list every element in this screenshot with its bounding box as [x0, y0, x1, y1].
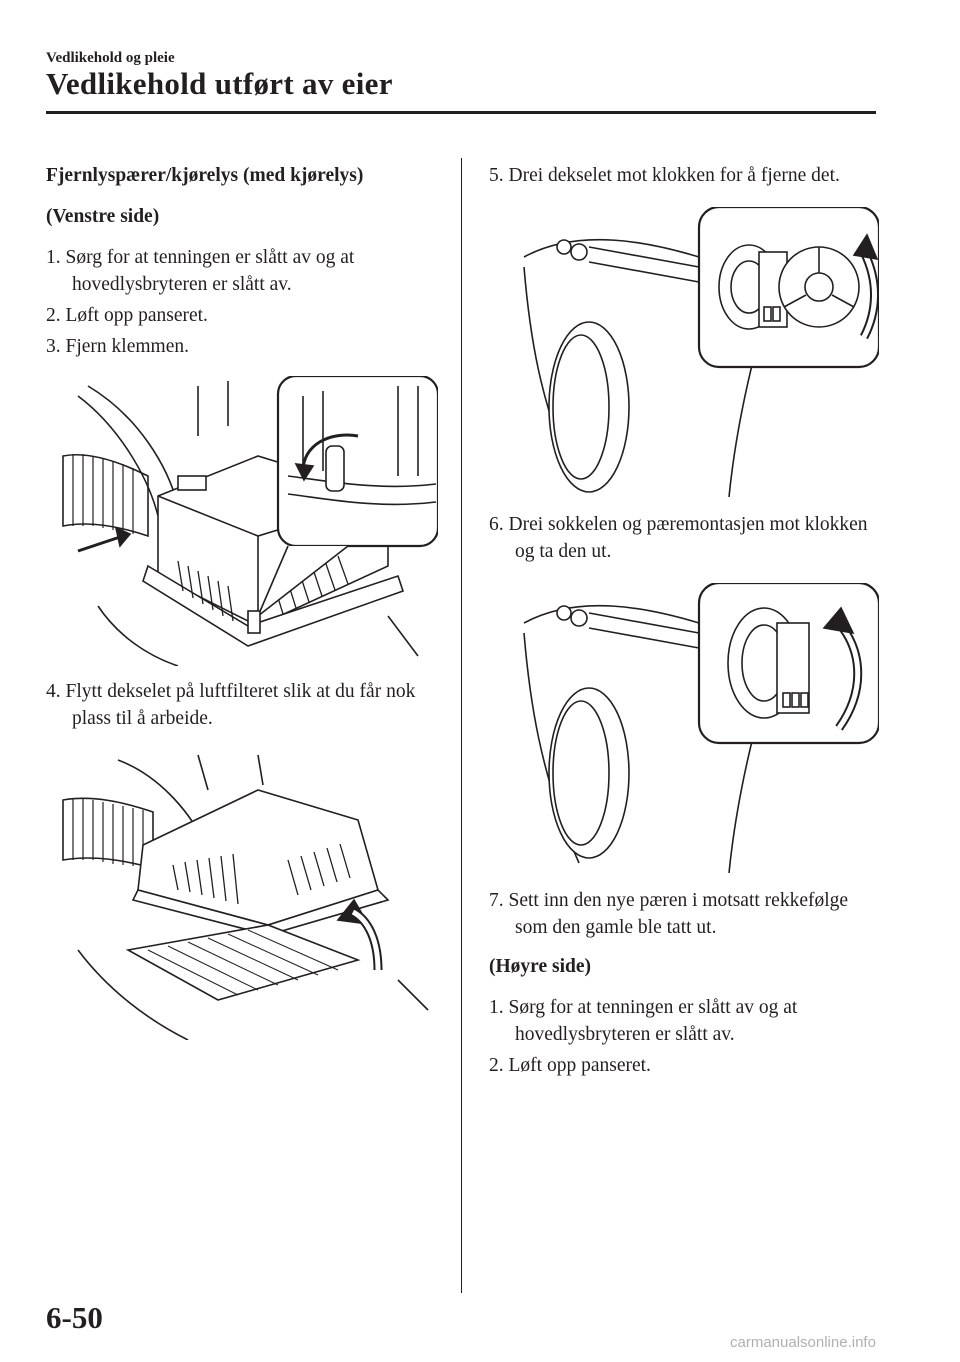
- figure-turn-cover: [519, 207, 881, 497]
- step-4: 4. Flytt dekselet på luftfilteret slik a…: [46, 681, 416, 729]
- right-side-step-1: 1. Sørg for at tenningen er slått av og …: [489, 997, 798, 1045]
- step-2: 2. Løft opp panseret.: [46, 305, 208, 326]
- figure-remove-bulb-socket: [519, 583, 881, 873]
- right-column: 5. Drei dekselet mot klokken for å fjern…: [489, 162, 881, 1083]
- column-divider: [461, 158, 462, 1293]
- page-title: Vedlikehold utført av eier: [46, 66, 393, 101]
- left-column: Fjernlyspærer/kjørelys (med kjørelys) (V…: [46, 162, 442, 1040]
- step-5: 5. Drei dekselet mot klokken for å fjern…: [489, 165, 840, 186]
- side-subheading-right: (Høyre side): [489, 956, 591, 977]
- section-label: Vedlikehold og pleie: [46, 50, 175, 66]
- step-3: 3. Fjern klemmen.: [46, 336, 189, 357]
- step-1: 1. Sørg for at tenningen er slått av og …: [46, 247, 355, 295]
- step-6: 6. Drei sokkelen og pæremontasjen mot kl…: [489, 514, 868, 562]
- right-side-step-2: 2. Løft opp panseret.: [489, 1055, 651, 1076]
- section-heading: Fjernlyspærer/kjørelys (med kjørelys): [46, 165, 364, 186]
- watermark: carmanualsonline.info: [730, 1334, 876, 1351]
- figure-move-air-filter-cover: [58, 750, 442, 1040]
- header-rule: [46, 111, 876, 114]
- side-subheading-left: (Venstre side): [46, 206, 160, 227]
- figure-remove-clip: [58, 376, 442, 666]
- step-7: 7. Sett inn den nye pæren i motsatt rekk…: [489, 890, 849, 938]
- page-number: 6-50: [46, 1300, 103, 1335]
